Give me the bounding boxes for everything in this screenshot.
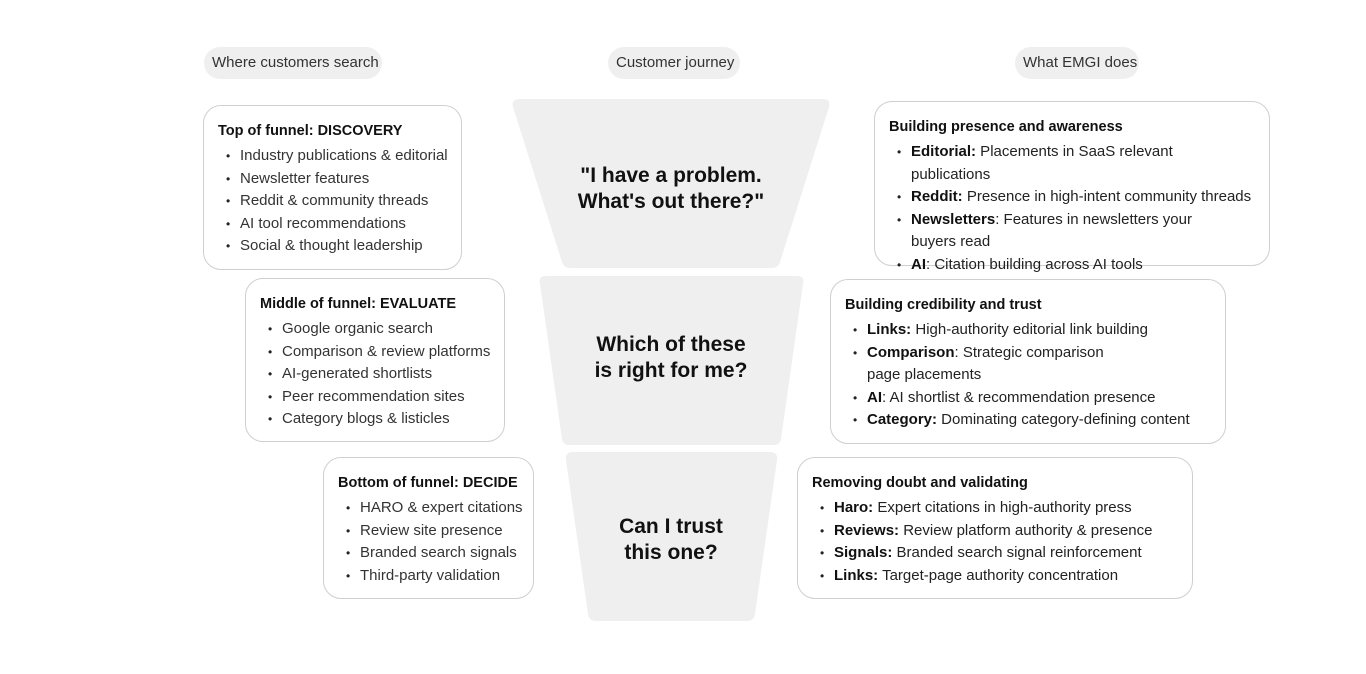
search-box-discovery: Top of funnel: DISCOVERY Industry public… <box>203 105 462 270</box>
search-box-title: Middle of funnel: EVALUATE <box>260 296 456 312</box>
list-item: AI tool recommendations <box>218 213 447 236</box>
list-item: Google organic search <box>260 318 490 341</box>
search-list: Google organic search Comparison & revie… <box>260 318 490 431</box>
list-item: AI: Citation building across AI tools <box>889 254 1255 277</box>
funnel-stage-middle <box>539 276 804 445</box>
list-item-text: : AI shortlist & recommendation presence <box>882 388 1156 406</box>
action-box-decide: Removing doubt and validating Haro: Expe… <box>797 457 1193 599</box>
stage-question-line: is right for me? <box>594 359 748 382</box>
list-item-label: AI <box>867 388 882 406</box>
list-item: HARO & expert citations <box>338 497 523 520</box>
list-item: Reddit & community threads <box>218 190 447 213</box>
list-item: Review site presence <box>338 520 519 543</box>
list-item-label: Haro: <box>834 499 874 516</box>
list-item: Category blogs & listicles <box>260 408 490 431</box>
list-item: Haro: Expert citations in high-authority… <box>812 497 1178 520</box>
action-box-evaluate: Building credibility and trust Links: Hi… <box>830 279 1226 444</box>
list-item: Social & thought leadership <box>218 235 447 258</box>
list-item-text: : Features in newsletters your buyers re… <box>911 210 1192 251</box>
list-item-label: Signals: <box>834 544 893 561</box>
list-item: Reviews: Review platform authority & pre… <box>812 520 1178 543</box>
list-item-label: Editorial: <box>911 143 977 160</box>
list-item: Comparison: Strategic comparison page pl… <box>845 342 1211 387</box>
list-item-label: Comparison <box>867 343 955 361</box>
stage-question-evaluate: Which of these is right for me? <box>540 332 802 384</box>
list-item: Newsletter features <box>218 168 447 191</box>
header-what-emgi-does: What EMGI does <box>1015 47 1139 79</box>
list-item: Links: High-authority editorial link bui… <box>845 319 1211 342</box>
action-box-title: Building credibility and trust <box>845 297 1042 313</box>
stage-question-line: Can I trust <box>619 515 723 538</box>
list-item-text: Branded search signal reinforcement <box>892 544 1142 561</box>
action-list: Haro: Expert citations in high-authority… <box>812 497 1178 587</box>
list-item: Branded search signals <box>338 542 519 565</box>
list-item: AI: AI shortlist & recommendation presen… <box>845 387 1211 410</box>
list-item-text: High-authority editorial link building <box>911 321 1148 338</box>
funnel-stage-bottom <box>565 452 778 621</box>
list-item: Industry publications & editorial <box>218 145 448 168</box>
action-list: Links: High-authority editorial link bui… <box>845 319 1211 432</box>
list-item-label: Category: <box>867 411 938 428</box>
action-list: Editorial: Placements in SaaS relevant p… <box>889 141 1255 276</box>
search-list: HARO & expert citations Review site pres… <box>338 497 523 588</box>
list-item-text: Dominating category-defining content <box>937 411 1190 428</box>
search-box-decide: Bottom of funnel: DECIDE HARO & expert c… <box>323 457 534 599</box>
search-box-title: Top of funnel: DISCOVERY <box>218 123 403 139</box>
list-item-text: Placements in SaaS relevant publications <box>911 143 1173 183</box>
header-where-customers-search: Where customers search <box>204 47 382 79</box>
list-item: Peer recommendation sites <box>260 386 490 409</box>
stage-question-line: "I have a problem. <box>580 164 762 187</box>
list-item: Editorial: Placements in SaaS relevant p… <box>889 141 1255 186</box>
list-item-label: Newsletters <box>911 210 996 228</box>
list-item: Links: Target-page authority concentrati… <box>812 565 1178 588</box>
funnel-stage-top <box>512 99 830 268</box>
list-item: Third-party validation <box>338 565 519 588</box>
list-item: AI-generated shortlists <box>260 363 490 386</box>
list-item: Reddit: Presence in high-intent communit… <box>889 186 1255 209</box>
list-item-label: Reddit: <box>911 188 963 205</box>
search-list: Industry publications & editorial Newsle… <box>218 145 448 258</box>
list-item-text: Expert citations in high-authority press <box>873 499 1132 516</box>
stage-question-line: Which of these <box>596 333 746 356</box>
search-box-evaluate: Middle of funnel: EVALUATE Google organi… <box>245 278 505 442</box>
list-item-label: AI <box>911 255 926 273</box>
stage-question-line: this one? <box>624 541 718 564</box>
list-item: Comparison & review platforms <box>260 341 490 364</box>
header-customer-journey: Customer journey <box>608 47 740 79</box>
stage-question-decide: Can I trust this one? <box>540 514 802 566</box>
list-item-text: Target-page authority concentration <box>878 566 1119 584</box>
list-item: Category: Dominating category-defining c… <box>845 409 1211 432</box>
list-item: Signals: Branded search signal reinforce… <box>812 542 1178 565</box>
list-item-label: Links: <box>834 566 879 584</box>
list-item-text: Presence in high-intent community thread… <box>962 188 1252 205</box>
list-item-text: Review platform authority & presence <box>899 521 1153 539</box>
action-box-discovery: Building presence and awareness Editoria… <box>874 101 1270 276</box>
stage-question-discovery: "I have a problem. What's out there?" <box>540 163 802 215</box>
list-item-text: : Citation building across AI tools <box>926 255 1143 273</box>
action-box-title: Building presence and awareness <box>889 119 1123 135</box>
action-box-title: Removing doubt and validating <box>812 475 1028 491</box>
stage-question-line: What's out there?" <box>577 190 765 213</box>
list-item-text: : Strategic comparison page placements <box>867 343 1104 384</box>
list-item-label: Links: <box>867 321 912 338</box>
search-box-title: Bottom of funnel: DECIDE <box>338 475 518 491</box>
list-item-label: Reviews: <box>834 521 900 539</box>
list-item: Newsletters: Features in newsletters you… <box>889 209 1255 254</box>
